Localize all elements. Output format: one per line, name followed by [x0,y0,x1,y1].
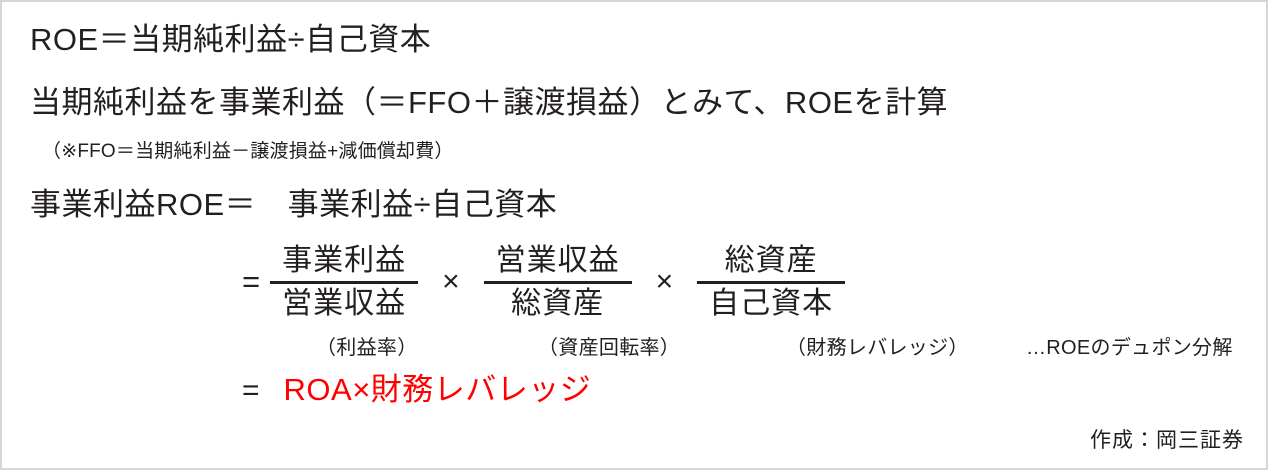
roe-definition-line: ROE＝当期純利益÷自己資本 [30,22,432,57]
result-row: = ROA×財務レバレッジ [242,374,591,408]
fraction-denominator: 総資産 [511,286,605,320]
result-equals-sign: = [242,374,260,407]
caption-financial-leverage: （財務レバレッジ） [786,337,969,359]
fraction-financial-leverage: 総資産 自己資本 [697,243,846,321]
fraction-bar [697,280,846,284]
fraction-numerator: 営業収益 [495,244,620,278]
fraction-captions-row: （利益率） （資産回転率） （財務レバレッジ） …ROEのデュポン分解 [2,337,1266,364]
fraction-bar [270,280,419,284]
fraction-numerator: 総資産 [724,244,818,278]
multiply-sign-2: × [655,265,674,298]
business-roe-heading-line: 事業利益ROE＝ 事業利益÷自己資本 [30,187,558,222]
multiply-sign-1: × [442,265,460,298]
caption-asset-turnover: （資産回転率） [538,337,681,359]
fraction-denominator: 営業収益 [282,286,407,320]
fraction-bar [483,280,632,284]
business-profit-statement-line: 当期純利益を事業利益（＝FFO＋譲渡損益）とみて、ROEを計算 [30,85,949,120]
dupont-formula-row: = 事業利益 営業収益 × 営業収益 総資産 × 総資産 自己資本 [242,240,855,324]
ffo-note-line: （※FFO＝当期純利益－譲渡損益+減価償却費） [42,141,454,162]
fraction-denominator: 自己資本 [709,286,834,320]
formula-equals-sign: = [242,263,261,299]
dupont-decomposition-annotation: …ROEのデュポン分解 [1026,337,1233,359]
source-credit: 作成：岡三証券 [1090,429,1244,452]
fraction-profit-margin: 事業利益 営業収益 [270,243,419,321]
result-formula-text: ROA×財務レバレッジ [283,372,592,407]
fraction-numerator: 事業利益 [282,244,407,278]
fraction-asset-turnover: 営業収益 総資産 [483,243,632,321]
caption-profit-margin: （利益率） [316,337,418,359]
